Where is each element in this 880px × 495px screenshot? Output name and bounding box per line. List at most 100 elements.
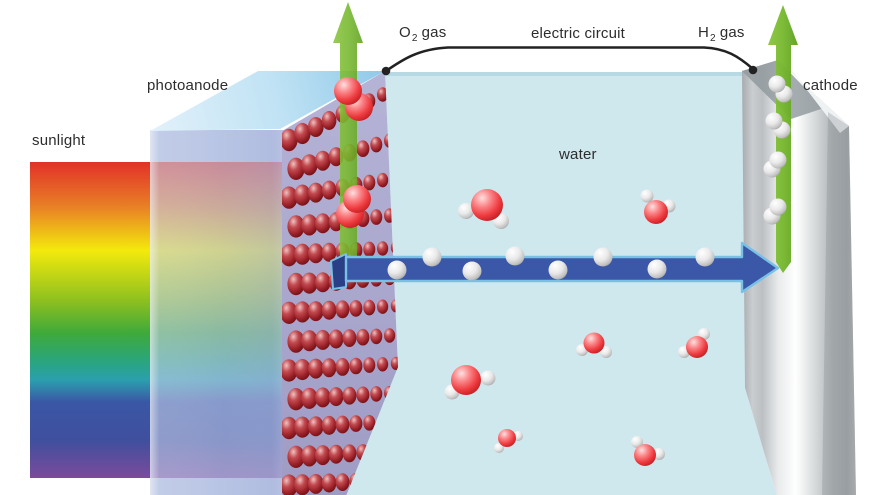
nanoparticle [308,416,324,437]
nanoparticle [282,416,298,440]
h2-word: gas [719,24,745,41]
electric-circuit-label: electric circuit [531,25,626,42]
hydrogen-atom [631,436,643,448]
electric-circuit-wire [381,46,758,76]
oxygen-atom [634,444,656,466]
cathode-right-face [822,112,856,495]
nanoparticle [377,357,389,372]
nanoparticle [301,272,318,294]
nanoparticle [301,387,318,409]
electron-particle [422,247,442,267]
electron-particle [695,247,715,267]
photoanode-top-face [150,71,385,131]
h2-molecule [768,75,793,103]
nanoparticle [342,329,357,347]
sunlight-label: sunlight [32,132,86,149]
nanoparticle [301,445,318,467]
nanoparticle [287,330,305,353]
water-label: water [559,146,597,163]
wire-cathode-contact [748,65,758,75]
nanoparticle [315,272,331,293]
nanoparticle [287,215,305,238]
nanoparticle [377,299,389,314]
nanoparticle [301,330,318,352]
hydrogen-atom [768,75,786,93]
nanoparticle [321,180,337,200]
nanoparticle [301,154,318,176]
o2-symbol: O [399,24,411,41]
hydrogen-atom [765,112,783,130]
nanoparticle [349,300,363,317]
nanoparticle [328,147,344,167]
nanoparticle [287,388,305,411]
electron-particle [462,261,482,281]
nanoparticle [282,474,298,495]
cathode-label: cathode [803,77,858,94]
nanoparticle [282,244,298,267]
nanoparticle [315,150,331,171]
water-molecule [444,365,496,400]
hydrogen-atom [458,203,474,219]
water-molecule [458,189,509,229]
nanoparticle [282,128,298,152]
nanoparticle [315,329,331,350]
electron-flow-arrow-icon [330,241,780,294]
hydrogen-atom [494,443,504,453]
h2-molecule [763,198,787,225]
oxygen-atom [583,332,605,354]
nanoparticle [294,474,311,495]
hydrogen-atom [480,370,496,386]
nanoparticle [294,243,311,265]
cathode-top-sheen [778,60,849,133]
nanoparticle [301,214,318,236]
nanoparticle [335,415,350,434]
nanoparticle [315,445,331,466]
nanoparticle [308,301,324,322]
nanoparticle [308,243,324,264]
up-arrow [768,5,798,273]
nanoparticle [282,186,298,209]
nanoparticle [294,184,311,206]
hydrogen-atom [769,198,787,216]
water-molecule [640,189,676,224]
water-surface-line [385,72,745,76]
photoanode-label: photoanode [147,77,229,94]
nanoparticle [356,328,370,346]
nanoparticle [294,301,311,323]
nanoparticle [294,416,311,438]
nanoparticle [349,357,363,375]
oxygen-atom [343,185,371,213]
electron-particle [548,260,568,280]
water-body [346,72,777,495]
nanoparticle [363,174,376,191]
electron-particle [593,247,613,267]
o2-subscript: 2 [411,33,418,44]
oxygen-atom [644,200,668,224]
nanoparticle [342,444,357,463]
nanoparticle [308,117,324,137]
nanoparticle [335,358,350,376]
nanoparticle [321,358,337,378]
nanoparticle [321,300,337,320]
electron-particle [387,260,407,280]
nanoparticle [363,299,376,316]
hydrogen-atom [769,151,787,169]
nanoparticle [287,157,305,180]
water-molecule [576,332,612,358]
sunlight-beam [30,162,152,478]
nanoparticle [363,241,376,258]
water-molecule [494,429,523,453]
nanoparticle [321,473,337,493]
h2-gas-arrow-icon [768,5,798,273]
nanoparticle [321,242,337,262]
water-molecule [678,328,710,358]
nanoparticle [308,358,324,379]
oxygen-atom [686,336,708,358]
oxygen-atom [451,365,481,395]
nanoparticle [363,357,376,373]
nanoparticle [335,473,350,491]
